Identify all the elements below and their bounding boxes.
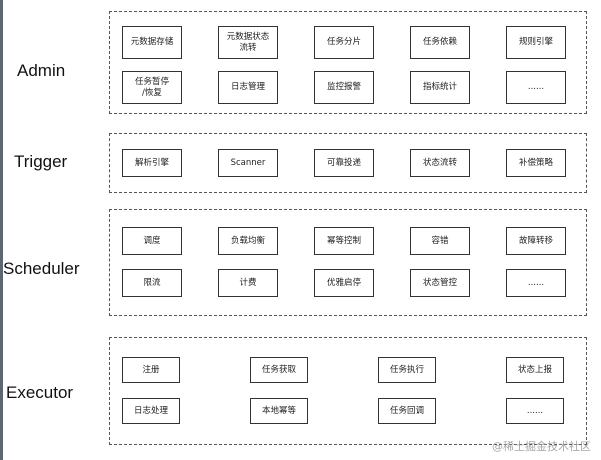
- executor-box: ......: [506, 398, 564, 424]
- scheduler-box: 限流: [122, 269, 182, 297]
- scheduler-box: 容错: [410, 227, 470, 255]
- scheduler-box: 幂等控制: [314, 227, 374, 255]
- admin-box: 元数据状态 流转: [218, 26, 278, 59]
- executor-box: 状态上报: [506, 357, 564, 383]
- admin-box: 规则引擎: [506, 26, 566, 59]
- window-edge: [0, 0, 3, 460]
- admin-box: 任务暂停 /恢复: [122, 71, 182, 104]
- trigger-box: 可靠投递: [314, 149, 374, 177]
- scheduler-box: 状态管控: [410, 269, 470, 297]
- executor-box: 任务执行: [378, 357, 436, 383]
- trigger-panel: 解析引擎 Scanner 可靠投递 状态流转 补偿策略: [109, 133, 587, 193]
- layer-label-trigger: Trigger: [14, 152, 68, 171]
- scheduler-box: 负载均衡: [218, 227, 278, 255]
- trigger-box: 解析引擎: [122, 149, 182, 177]
- admin-box: 日志管理: [218, 71, 278, 104]
- executor-box: 本地幂等: [250, 398, 308, 424]
- scheduler-box: 调度: [122, 227, 182, 255]
- admin-box: 指标统计: [410, 71, 470, 104]
- admin-box: 元数据存储: [122, 26, 182, 59]
- executor-panel: 注册 任务获取 任务执行 状态上报 日志处理 本地幂等 任务回调 ......: [109, 337, 587, 445]
- executor-box: 任务回调: [378, 398, 436, 424]
- executor-box: 任务获取: [250, 357, 308, 383]
- watermark: @稀土掘金技术社区: [492, 440, 591, 453]
- admin-box: 任务分片: [314, 26, 374, 59]
- executor-box: 日志处理: [122, 398, 180, 424]
- layer-label-executor: Executor: [6, 383, 74, 402]
- admin-box: 任务依赖: [410, 26, 470, 59]
- scheduler-box: 故障转移: [506, 227, 566, 255]
- trigger-box: 补偿策略: [506, 149, 566, 177]
- scheduler-box: ......: [506, 269, 566, 297]
- trigger-box: 状态流转: [410, 149, 470, 177]
- scheduler-box: 优雅启停: [314, 269, 374, 297]
- trigger-box: Scanner: [218, 149, 278, 177]
- admin-box: 监控报警: [314, 71, 374, 104]
- layer-label-admin: Admin: [17, 61, 66, 80]
- scheduler-box: 计费: [218, 269, 278, 297]
- layer-label-scheduler: Scheduler: [3, 259, 80, 278]
- executor-box: 注册: [122, 357, 180, 383]
- admin-panel: 元数据存储 元数据状态 流转 任务分片 任务依赖 规则引擎 任务暂停 /恢复 日…: [109, 11, 587, 114]
- admin-box: ......: [506, 71, 566, 104]
- scheduler-panel: 调度 负载均衡 幂等控制 容错 故障转移 限流 计费 优雅启停 状态管控 ...…: [109, 209, 587, 316]
